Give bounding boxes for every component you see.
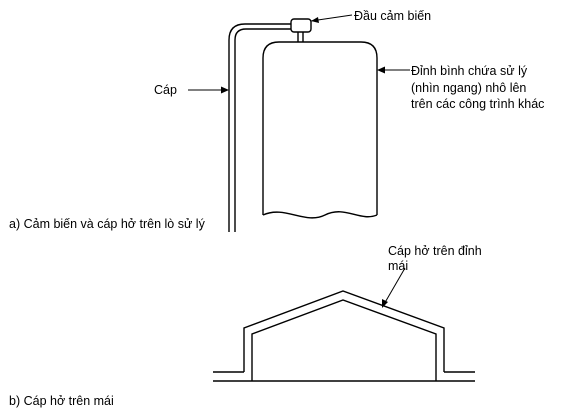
roof-leader bbox=[382, 267, 406, 307]
cable-label: Cáp bbox=[154, 83, 177, 97]
roof-label-line-1: Cáp hở trên đỉnh bbox=[388, 244, 482, 258]
sensor-label: Đầu cảm biến bbox=[354, 9, 431, 23]
tank-label-line-1: Đỉnh bình chứa sử lý bbox=[411, 64, 528, 78]
tank-break-line bbox=[262, 211, 378, 219]
roof-cable-inner bbox=[251, 299, 437, 381]
cable-inner bbox=[234, 28, 291, 232]
cable-outer bbox=[228, 23, 291, 232]
sensor-head bbox=[290, 18, 312, 33]
figure-b-caption: b) Cáp hở trên mái bbox=[9, 394, 114, 408]
tank-leader-arrow bbox=[377, 66, 385, 74]
figure-a: Đầu cảm biến Cáp Đỉnh bình chứa sử lý (n… bbox=[9, 9, 544, 232]
roof-leader-arrow bbox=[382, 299, 388, 308]
roof-cable-outer bbox=[243, 290, 445, 372]
tank-outline bbox=[262, 41, 378, 215]
tank-label-line-2: (nhìn ngang) nhô lên bbox=[411, 81, 526, 95]
sensor-leader-arrow bbox=[311, 17, 319, 23]
roof-label-line-2: mái bbox=[388, 259, 408, 273]
figure-b: Cáp hở trên đỉnh mái b) Cáp hở trên mái bbox=[9, 244, 482, 408]
tank-label-line-3: trên các công trình khác bbox=[411, 97, 544, 111]
cable-leader-arrow bbox=[221, 86, 229, 94]
figure-a-caption: a) Cảm biến và cáp hở trên lò sử lý bbox=[9, 217, 206, 231]
